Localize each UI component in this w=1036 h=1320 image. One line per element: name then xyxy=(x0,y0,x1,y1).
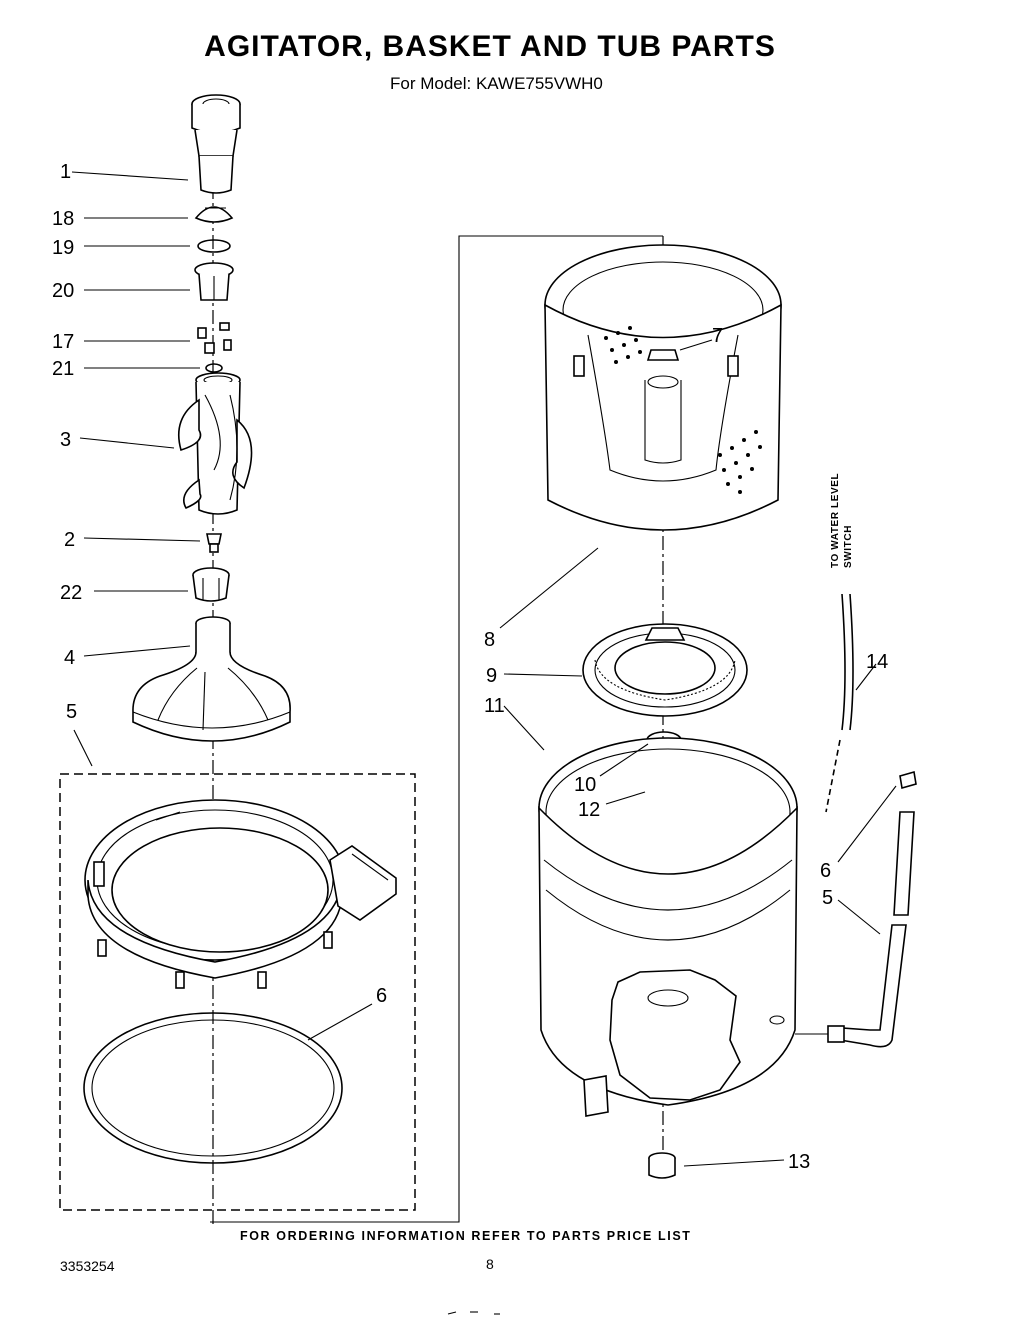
part-14-water-level-hose xyxy=(825,593,854,813)
callout-6-left: 6 xyxy=(376,985,387,1007)
part-6-seal-ring xyxy=(83,1012,343,1164)
callout-13: 13 xyxy=(788,1151,810,1173)
callout-5-right: 5 xyxy=(822,887,833,909)
callout-9: 9 xyxy=(486,665,497,687)
part-11-outer-tub xyxy=(538,737,798,1117)
callout-4: 4 xyxy=(64,647,75,669)
callout-21: 21 xyxy=(52,358,74,380)
page-title: AGITATOR, BASKET AND TUB PARTS xyxy=(204,30,776,63)
callout-7: 7 xyxy=(712,325,723,347)
part-2-bolt xyxy=(206,533,222,553)
part-9-hub-plate xyxy=(582,623,748,717)
callout-3: 3 xyxy=(60,429,71,451)
callout-1: 1 xyxy=(60,161,71,183)
callout-20: 20 xyxy=(52,280,74,302)
callout-8: 8 xyxy=(484,629,495,651)
part-13-drain-plug xyxy=(648,1152,676,1179)
basket-ring-group-box xyxy=(59,773,416,1211)
part-21-washer xyxy=(205,363,223,373)
model-subtitle: For Model: KAWE755VWH0 xyxy=(390,74,603,93)
assembly-bracket-line xyxy=(210,235,663,1223)
callout-11: 11 xyxy=(484,695,505,717)
part-20-cam xyxy=(194,262,234,301)
part-22-drive-bell xyxy=(192,567,230,602)
water-level-switch-label: TO WATER LEVEL SWITCH xyxy=(830,473,854,568)
part-4-agitator-base xyxy=(132,616,291,742)
water-level-label-line1: TO WATER LEVEL xyxy=(830,473,841,568)
part-5-tub-ring xyxy=(84,799,397,989)
water-level-label-line2: SWITCH xyxy=(843,525,854,568)
callout-17: 17 xyxy=(52,331,74,353)
part-1-dispenser xyxy=(191,94,241,194)
part-3-agitator xyxy=(177,372,253,515)
leader-lines xyxy=(71,171,897,1167)
callout-6-right: 6 xyxy=(820,860,831,882)
callout-19: 19 xyxy=(52,237,74,259)
part-18-cap xyxy=(194,206,234,223)
part-8-basket xyxy=(544,244,782,531)
drain-hose-assembly xyxy=(795,770,917,1048)
callout-5-left: 5 xyxy=(66,701,77,723)
callout-10: 10 xyxy=(574,774,596,796)
callout-18: 18 xyxy=(52,208,74,230)
part-19-ring xyxy=(197,239,231,253)
callout-22: 22 xyxy=(60,582,82,604)
callout-14: 14 xyxy=(866,651,888,673)
scan-marks xyxy=(447,1311,500,1315)
ordering-info-note: FOR ORDERING INFORMATION REFER TO PARTS … xyxy=(240,1229,692,1243)
part-17-dogs xyxy=(197,322,232,354)
document-number: 3353254 xyxy=(60,1258,115,1274)
callout-2: 2 xyxy=(64,529,75,551)
page-number: 8 xyxy=(486,1256,494,1272)
callout-12: 12 xyxy=(578,799,600,821)
